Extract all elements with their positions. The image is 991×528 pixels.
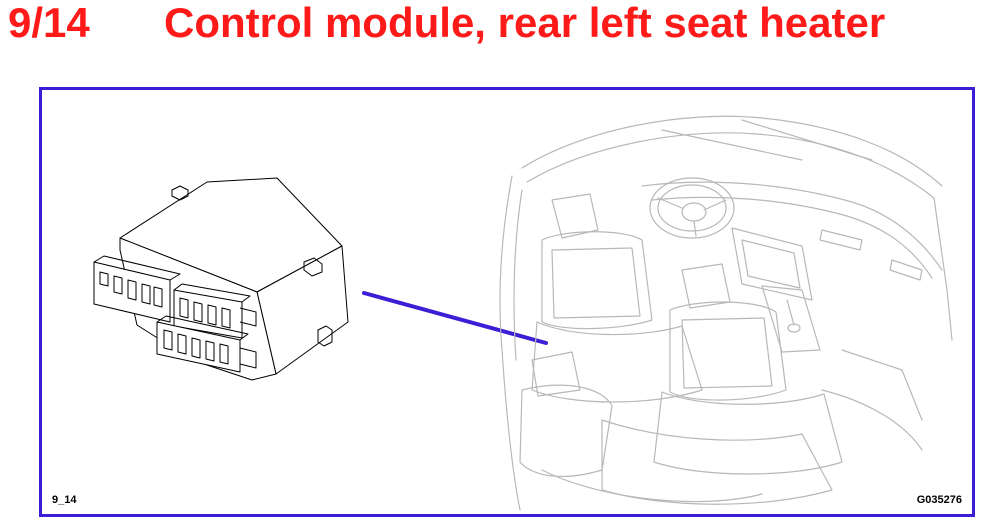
car-interior-drawing [499,115,953,511]
page-header: 9/14 Control module, rear left seat heat… [0,0,991,60]
pointer-line [362,291,548,345]
control-module-drawing [93,177,349,381]
section-number: 9/14 [8,0,90,46]
figure-ref-left: 9_14 [52,494,77,506]
figure-ref-right: G035276 [916,494,962,506]
page-title: Control module, rear left seat heater [164,0,886,46]
illustration-frame: 9_14 G035276 [39,87,975,517]
illustration-canvas [93,115,953,511]
